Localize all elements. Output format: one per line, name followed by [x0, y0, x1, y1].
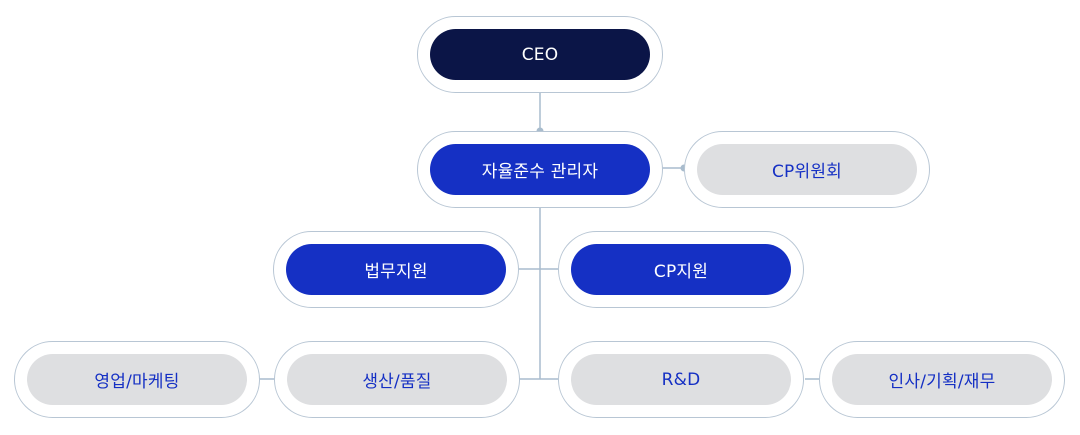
sales-marketing-label: 영업/마케팅 — [27, 354, 247, 405]
cp-support-label: CP지원 — [571, 244, 791, 295]
node-ceo: CEO — [417, 16, 663, 93]
node-cp-support: CP지원 — [558, 231, 804, 308]
cp-committee-label: CP위원회 — [697, 144, 917, 195]
node-sales-marketing: 영업/마케팅 — [14, 341, 260, 418]
node-rnd: R&D — [558, 341, 804, 418]
node-legal-support: 법무지원 — [273, 231, 519, 308]
node-compliance-officer: 자율준수 관리자 — [417, 131, 663, 208]
production-quality-label: 생산/품질 — [287, 354, 507, 405]
node-hr-planning-finance: 인사/기획/재무 — [819, 341, 1065, 418]
rnd-label: R&D — [571, 354, 791, 405]
node-production-quality: 생산/품질 — [274, 341, 520, 418]
ceo-label: CEO — [430, 29, 650, 80]
node-cp-committee: CP위원회 — [684, 131, 930, 208]
hr-planning-finance-label: 인사/기획/재무 — [832, 354, 1052, 405]
legal-support-label: 법무지원 — [286, 244, 506, 295]
compliance-officer-label: 자율준수 관리자 — [430, 144, 650, 195]
